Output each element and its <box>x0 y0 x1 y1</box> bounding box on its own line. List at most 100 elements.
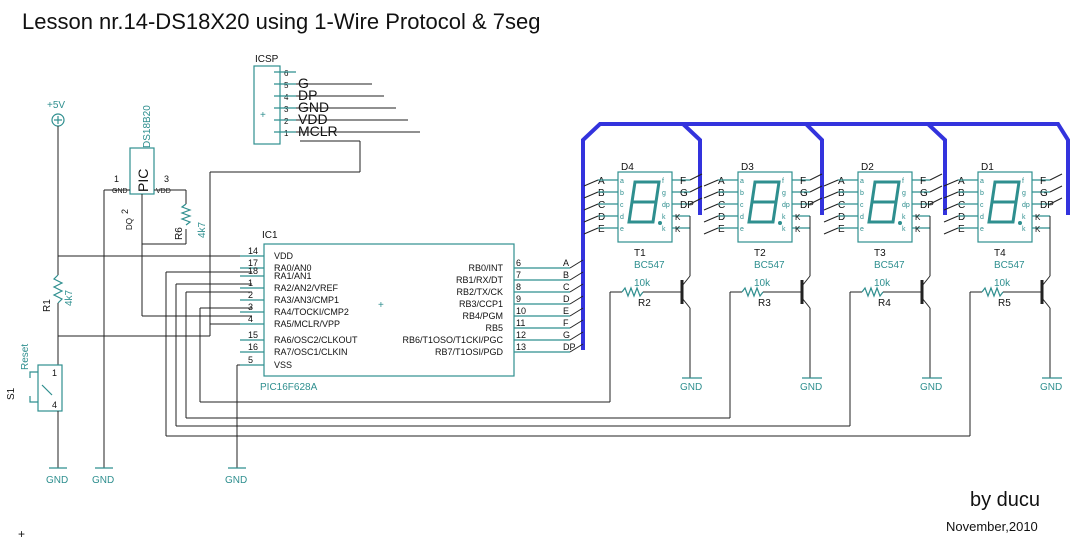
mcu-pin-number: 7 <box>516 270 521 280</box>
resistor-name: R3 <box>758 298 771 309</box>
display-pin-inner: k <box>1022 226 1026 233</box>
display-pin-inner: f <box>1022 178 1024 185</box>
mcu-pin-label: RB3/CCP1 <box>459 299 503 309</box>
svg-text:ICSP: ICSP <box>255 54 279 65</box>
mcu-pin-number: 9 <box>516 294 521 304</box>
svg-text:+: + <box>378 300 384 311</box>
display-pin-net: B <box>958 188 965 199</box>
display-pin-inner: c <box>860 202 864 209</box>
svg-text:DQ: DQ <box>125 218 134 230</box>
display-pin-net: C <box>598 200 605 211</box>
svg-text:+: + <box>260 110 266 121</box>
display-pin-net: G <box>680 188 688 199</box>
display-pin-inner: k <box>782 226 786 233</box>
svg-text:PIC16F628A: PIC16F628A <box>260 382 318 393</box>
display-pin-k: K <box>795 225 801 234</box>
mcu-pin-label: RA7/OSC1/CLKIN <box>274 347 348 357</box>
svg-text:3: 3 <box>164 174 169 184</box>
author-signature: by ducu <box>970 489 1040 511</box>
transistor-name: T3 <box>874 248 886 259</box>
mcu-pin-label: RA3/AN3/CMP1 <box>274 295 339 305</box>
display-pin-inner: dp <box>782 202 790 209</box>
display-pin-net: G <box>920 188 928 199</box>
gnd-symbol: GND <box>46 467 68 486</box>
mcu-pin-number: 18 <box>248 266 258 276</box>
display-pin-k: K <box>915 225 921 234</box>
display-pin-inner: e <box>740 226 744 233</box>
display-pin-inner: b <box>620 190 624 197</box>
svg-text:VDD: VDD <box>156 188 171 195</box>
mcu-pin-label: RA6/OSC2/CLKOUT <box>274 335 358 345</box>
display-pin-net: A <box>838 176 845 187</box>
gnd-label: GND <box>1040 382 1062 393</box>
display-pin-net: F <box>680 176 686 187</box>
transistor-part: BC547 <box>634 260 665 271</box>
display-pin-inner: g <box>1022 190 1026 197</box>
display-pin-inner: a <box>740 178 744 185</box>
display-pin-inner: d <box>740 214 744 221</box>
icsp-signal-label: GND <box>298 99 329 115</box>
gnd-symbol: GND <box>225 467 247 486</box>
mcu-pin-label: RB4/PGM <box>462 311 503 321</box>
display-pin-inner: a <box>980 178 984 185</box>
mcu-pin-number: 4 <box>248 314 253 324</box>
display-pin-net: F <box>1040 176 1046 187</box>
display-pin-inner: c <box>620 202 624 209</box>
segment-net-label: D <box>563 294 570 304</box>
display-name: D3 <box>741 162 754 173</box>
display-pin-k: K <box>915 213 921 222</box>
resistor-value: 10k <box>994 278 1011 289</box>
display-pin-inner: c <box>980 202 984 209</box>
resistor-name: R5 <box>998 298 1011 309</box>
svg-text:S1: S1 <box>6 387 17 400</box>
display-pin-inner: d <box>980 214 984 221</box>
mcu-pin-number: 8 <box>516 282 521 292</box>
display-pin-net: F <box>920 176 926 187</box>
segment-bus <box>581 122 1070 350</box>
mcu-pin-number: 15 <box>248 330 258 340</box>
svg-text:R6: R6 <box>174 227 185 240</box>
display-pin-net: E <box>958 224 965 235</box>
mcu-pin-label: VSS <box>274 360 292 370</box>
segment-net-label: DP <box>563 342 576 352</box>
svg-text:PIC: PIC <box>135 169 151 192</box>
mcu-pin-number: 10 <box>516 306 526 316</box>
display-pin-net: DP <box>800 200 814 211</box>
icsp-pin-number: 2 <box>284 117 289 126</box>
display-pin-net: D <box>838 212 845 223</box>
resistor-value: 10k <box>874 278 891 289</box>
svg-text:1: 1 <box>52 368 57 378</box>
resistor-value: 10k <box>754 278 771 289</box>
mcu-pin-label: RB1/RX/DT <box>456 275 504 285</box>
display-pin-inner: g <box>902 190 906 197</box>
display-pin-inner: b <box>860 190 864 197</box>
transistor-part: BC547 <box>754 260 785 271</box>
mcu-pin-number: 14 <box>248 246 258 256</box>
icsp-signal-label: DP <box>298 87 317 103</box>
mcu-pin-label: RA5/MCLR/VPP <box>274 319 340 329</box>
display-pin-inner: a <box>620 178 624 185</box>
vcc-symbol: +5V <box>47 100 65 127</box>
display-pin-net: C <box>838 200 845 211</box>
display-pin-net: DP <box>680 200 694 211</box>
display-pin-net: B <box>838 188 845 199</box>
transistor-part: BC547 <box>994 260 1025 271</box>
mcu-pin-number: 1 <box>248 278 253 288</box>
mcu-pin-label: RB6/T1OSO/T1CKI/PGC <box>402 335 503 345</box>
segment-net-label: A <box>563 258 569 268</box>
display-pin-inner: k <box>1022 214 1026 221</box>
mcu-pin-label: RB5 <box>485 323 503 333</box>
segment-net-label: B <box>563 270 569 280</box>
mcu-pin-label: RA0/AN0 <box>274 263 312 273</box>
resistor-name: R4 <box>878 298 891 309</box>
segment-net-label: G <box>563 330 570 340</box>
icsp-pin-number: 5 <box>284 81 289 90</box>
display-pin-net: DP <box>920 200 934 211</box>
